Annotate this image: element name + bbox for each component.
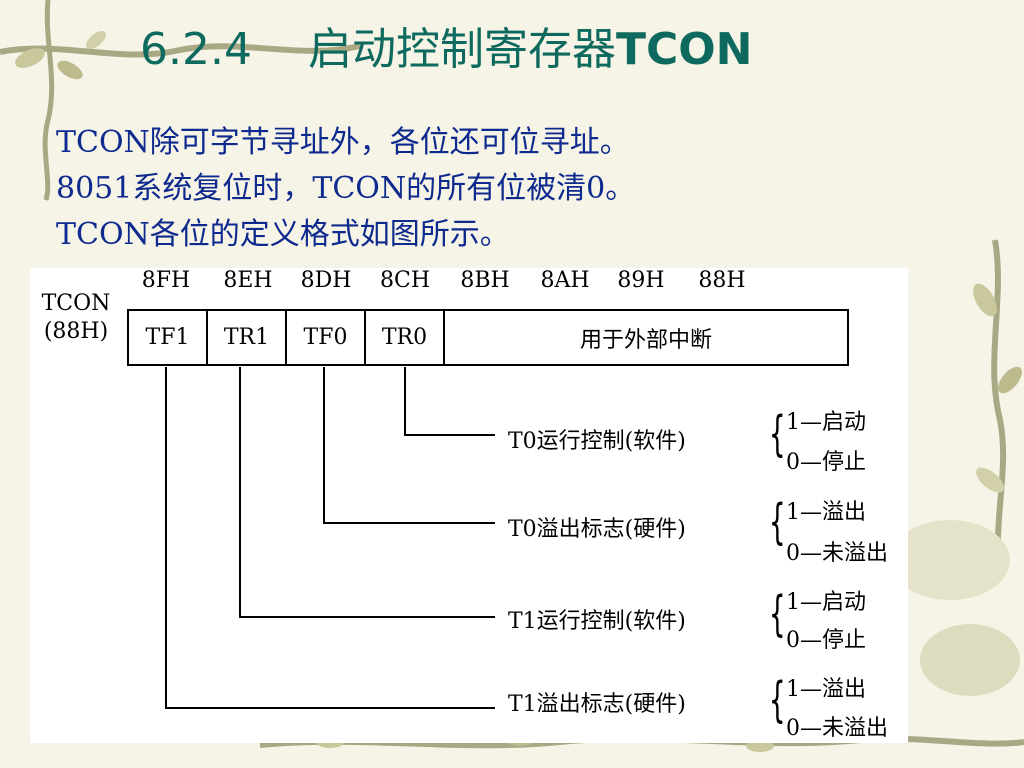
brace-tf1: { [768,672,786,728]
bit-address-8ch: 8CH [379,268,431,293]
register-box: TF1 TR1 TF0 TR0 用于外部中断 [127,309,849,366]
intro-line-3: TCON各位的定义格式如图所示。 [56,217,510,252]
intro-text: TCON除可字节寻址外，各位还可位寻址。 8051系统复位时，TCON的所有位被… [56,120,635,258]
desc-tf1: T1溢出标志(硬件) [508,692,686,717]
connector-tf1 [165,367,495,709]
register-name: TCON [41,291,111,316]
bit-address-89h: 89H [617,268,665,293]
title-text: 启动控制寄存器 [307,24,616,75]
title-number: 6.2.4 [140,24,252,75]
bit-address-88h: 88H [698,268,746,293]
opt-tr1-0: 0—停止 [786,628,866,653]
intro-line-2: 8051系统复位时，TCON的所有位被清0。 [56,171,636,206]
desc-tf0: T0溢出标志(硬件) [508,517,686,542]
connector-tr1 [239,367,495,618]
brace-tf0: { [768,494,786,550]
brace-tr1: { [768,586,786,642]
opt-tr1-1: 1—启动 [786,590,866,615]
register-label: TCON (88H) [34,290,118,346]
connector-tf0 [323,367,495,524]
bit-address-8dh: 8DH [300,268,352,293]
bit-address-8eh: 8EH [223,268,273,293]
bit-tr1: TR1 [208,311,287,364]
opt-tf1-1: 1—溢出 [786,677,866,702]
intro-line-1: TCON除可字节寻址外，各位还可位寻址。 [56,125,630,160]
brace-tr0: { [768,406,786,462]
title-code: TCON [615,24,753,75]
bit-tf1: TF1 [129,311,208,364]
opt-tr0-0: 0—停止 [786,450,866,475]
bit-external-interrupt: 用于外部中断 [579,327,712,353]
opt-tf1-0: 0—未溢出 [786,716,888,741]
bit-address-8ah: 8AH [540,268,590,293]
opt-tr0-1: 1—启动 [786,410,866,435]
opt-tf0-0: 0—未溢出 [786,541,888,566]
register-address: (88H) [43,319,109,344]
bit-address-8fh: 8FH [141,268,191,293]
page-title: 6.2.4 启动控制寄存器TCON [140,24,753,75]
connector-tr0 [404,367,495,436]
desc-tr1: T1运行控制(软件) [508,609,686,634]
bit-tr0: TR0 [366,311,445,364]
bit-address-8bh: 8BH [460,268,510,293]
desc-tr0: T0运行控制(软件) [508,429,686,454]
opt-tf0-1: 1—溢出 [786,500,866,525]
bit-tf0: TF0 [287,311,366,364]
